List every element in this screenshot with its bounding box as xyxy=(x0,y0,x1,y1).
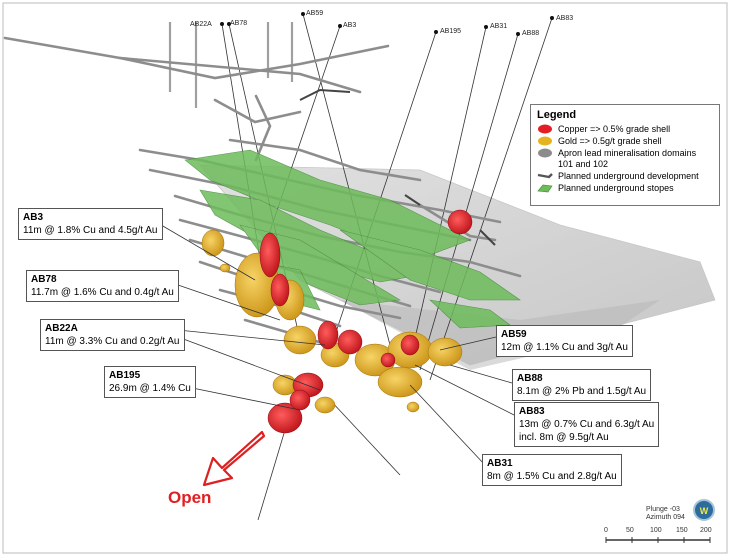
callout-ab59: AB59 12m @ 1.1% Cu and 3g/t Au xyxy=(496,325,633,357)
legend-item-development: Planned underground development xyxy=(537,171,719,182)
scale-tick-label: 100 xyxy=(650,527,662,534)
legend-item-gold: Gold => 0.5g/t grade shell xyxy=(537,136,719,147)
scale-tick-label: 150 xyxy=(676,527,688,534)
callout-ab31: AB31 8m @ 1.5% Cu and 2.8g/t Au xyxy=(482,454,622,486)
orientation-readout: Plunge -03 Azimuth 094 xyxy=(646,506,685,522)
callout-intercept: 11m @ 1.8% Cu and 4.5g/t Au xyxy=(23,225,158,236)
apron-blob-icon xyxy=(538,148,552,158)
callout-ab83: AB83 13m @ 0.7% Cu and 6.3g/t Au incl. 8… xyxy=(514,402,660,447)
legend-label: Copper => 0.5% grade shell xyxy=(558,124,671,134)
hole-label-ab22a: AB22A xyxy=(190,21,212,28)
legend-item-copper: Copper => 0.5% grade shell xyxy=(537,124,719,135)
callout-title: AB78 xyxy=(31,274,57,285)
legend-item-apron: Apron lead mineralisation domains 101 an… xyxy=(537,148,719,170)
development-dark xyxy=(299,88,496,246)
callout-title: AB88 xyxy=(517,373,543,384)
hole-label-ab88: AB88 xyxy=(522,30,540,37)
callout-title: AB83 xyxy=(519,406,545,417)
callout-ab88: AB88 8.1m @ 2% Pb and 1.5g/t Au xyxy=(512,369,652,401)
collar-markers xyxy=(220,12,554,36)
hole-label-ab195: AB195 xyxy=(440,28,462,35)
callout-title: AB31 xyxy=(487,458,513,469)
callout-intercept: 12m @ 1.1% Cu and 3g/t Au xyxy=(501,342,628,353)
copper-grade-shells xyxy=(259,209,473,434)
scale-tick-label: 0 xyxy=(604,527,608,534)
callout-intercept: 11m @ 3.3% Cu and 0.2g/t Au xyxy=(45,336,180,347)
callout-ab3: AB3 11m @ 1.8% Cu and 4.5g/t Au xyxy=(18,208,163,240)
callout-title: AB195 xyxy=(109,370,141,381)
legend: Legend Copper => 0.5% grade shell Gold =… xyxy=(530,104,720,206)
gold-blob-icon xyxy=(538,136,552,146)
legend-label: Planned underground development xyxy=(558,171,699,181)
callout-intercept-incl: incl. 8m @ 9.5g/t Au xyxy=(519,432,609,443)
scale-tick-label: 50 xyxy=(626,527,634,534)
plunge-text: Plunge -03 xyxy=(646,506,680,513)
callout-intercept: 8m @ 1.5% Cu and 2.8g/t Au xyxy=(487,471,617,482)
hole-label-ab31: AB31 xyxy=(490,23,508,30)
svg-text:W: W xyxy=(700,506,709,516)
callout-ab78: AB78 11.7m @ 1.6% Cu and 0.4g/t Au xyxy=(26,270,179,302)
legend-label: Gold => 0.5g/t grade shell xyxy=(558,136,662,146)
scale-bar-line xyxy=(605,537,711,543)
legend-item-stopes: Planned underground stopes xyxy=(537,183,719,194)
hole-label-ab78: AB78 xyxy=(230,20,248,27)
azimuth-text: Azimuth 094 xyxy=(646,514,685,521)
callout-title: AB59 xyxy=(501,329,527,340)
callout-intercept: 11.7m @ 1.6% Cu and 0.4g/t Au xyxy=(31,287,174,298)
gold-grade-shells xyxy=(201,229,463,414)
orientation-compass-icon: W xyxy=(693,499,715,521)
tunnel-icon xyxy=(537,173,553,179)
legend-label: Planned underground stopes xyxy=(558,183,674,193)
callout-title: AB22A xyxy=(45,323,78,334)
callout-ab195: AB195 26.9m @ 1.4% Cu xyxy=(104,366,196,398)
scale-tick-label: 200 xyxy=(700,527,712,534)
callout-intercept: 13m @ 0.7% Cu and 6.3g/t Au xyxy=(519,419,655,430)
callout-title: AB3 xyxy=(23,212,44,223)
callout-intercept: 26.9m @ 1.4% Cu xyxy=(109,383,191,394)
scale-bar: 0 50 100 150 200 xyxy=(604,523,712,545)
open-arrow xyxy=(202,430,266,487)
callout-ab22a: AB22A 11m @ 3.3% Cu and 0.2g/t Au xyxy=(40,319,185,351)
copper-blob-icon xyxy=(538,124,552,134)
stope-icon xyxy=(537,184,553,193)
hole-label-ab59: AB59 xyxy=(306,10,324,17)
hole-label-ab83: AB83 xyxy=(556,15,574,22)
legend-label: Apron lead mineralisation domains 101 an… xyxy=(558,148,697,169)
open-label: Open xyxy=(168,488,212,507)
callout-intercept: 8.1m @ 2% Pb and 1.5g/t Au xyxy=(517,386,647,397)
hole-label-ab3: AB3 xyxy=(343,22,357,29)
legend-title: Legend xyxy=(537,109,577,121)
